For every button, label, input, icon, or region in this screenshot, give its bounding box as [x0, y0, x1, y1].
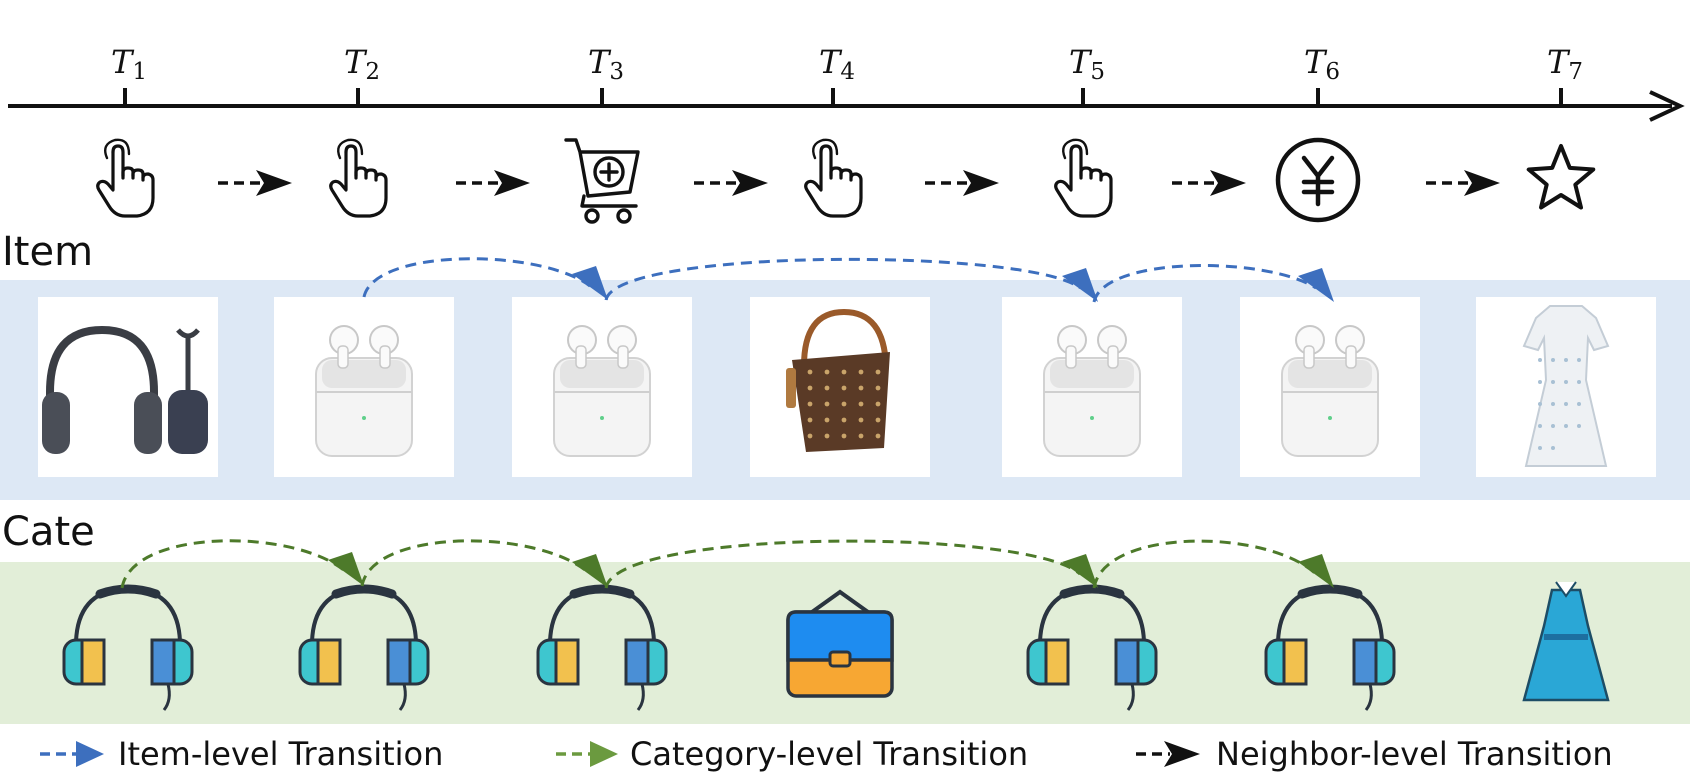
tick-subscript: 1: [132, 59, 147, 85]
category-icon-headphone: [536, 584, 668, 711]
legend-neighbor-label: Neighbor-level Transition: [1216, 735, 1613, 773]
item-row-label: Item: [2, 229, 94, 275]
category-icon-headphone: [62, 584, 194, 711]
neighbor-arrow: [456, 170, 530, 196]
tick-label: T1: [111, 46, 147, 84]
item-level-arrows: [362, 257, 1334, 303]
tick-label: T7: [1547, 46, 1583, 84]
category-row-label: Cate: [2, 509, 95, 555]
tick-letter: T: [1304, 43, 1326, 81]
neighbor-arrow: [1172, 170, 1246, 196]
item-image-dress: [1476, 297, 1656, 477]
item-image-airpods: [1002, 297, 1182, 477]
tick-letter: T: [1069, 43, 1091, 81]
item-arc: [1092, 264, 1334, 303]
category-arc: [360, 539, 608, 588]
item-image-handbag: [750, 297, 930, 477]
category-level-arrows: [120, 539, 1334, 589]
item-arc: [604, 257, 1098, 302]
tick-subscript: 6: [1325, 59, 1340, 85]
category-arc: [1092, 539, 1334, 589]
tick-label: T4: [819, 46, 855, 84]
tick-label: T2: [344, 46, 380, 84]
tick-letter: T: [588, 43, 610, 81]
click-icon: [1054, 138, 1113, 218]
tick-letter: T: [819, 43, 841, 81]
click-icon: [804, 138, 863, 218]
favorite-star-icon: [1526, 144, 1596, 210]
tick-subscript: 5: [1090, 59, 1105, 85]
timeline-axis: [8, 90, 1685, 122]
item-arc: [362, 257, 608, 300]
legend-item-label: Item-level Transition: [118, 735, 444, 773]
tick-subscript: 3: [609, 59, 624, 85]
category-icon-headphone: [298, 584, 430, 711]
neighbor-level-arrows: [218, 170, 1500, 196]
category-icons: [62, 581, 1610, 711]
category-arc: [120, 539, 364, 589]
tick-letter: T: [1547, 43, 1569, 81]
category-icon-headphone: [1264, 584, 1396, 711]
neighbor-arrow: [218, 170, 292, 196]
tick-label: T6: [1304, 46, 1340, 84]
legend-category-label: Category-level Transition: [630, 735, 1029, 773]
item-image-headphones: [38, 297, 218, 477]
timeline-ticks: [123, 88, 1563, 106]
item-images: [38, 297, 1656, 477]
legend-neighbor-symbol: [1136, 741, 1200, 767]
neighbor-arrow: [694, 170, 768, 196]
tick-subscript: 4: [840, 59, 855, 85]
tick-subscript: 2: [365, 59, 380, 85]
tick-label: T3: [588, 46, 624, 84]
category-icon-headphone: [1026, 584, 1158, 711]
item-image-airpods: [1240, 297, 1420, 477]
tick-letter: T: [344, 43, 366, 81]
tick-subscript: 7: [1568, 59, 1583, 85]
tick-letter: T: [111, 43, 133, 81]
tick-label: T5: [1069, 46, 1105, 84]
behavior-icons: [96, 137, 1596, 224]
category-arc: [604, 539, 1098, 589]
click-icon: [329, 138, 388, 218]
category-icon-dress: [1522, 581, 1610, 702]
add-to-cart-icon: [564, 138, 640, 224]
legend-item-symbol: [40, 741, 104, 767]
neighbor-arrow: [1426, 170, 1500, 196]
click-icon: [96, 138, 155, 218]
category-icon-bag: [786, 589, 894, 698]
item-image-airpods: [274, 297, 454, 477]
legend-category-symbol: [556, 741, 618, 767]
neighbor-arrow: [925, 170, 999, 196]
purchase-yen-icon: [1275, 137, 1361, 223]
item-image-airpods: [512, 297, 692, 477]
